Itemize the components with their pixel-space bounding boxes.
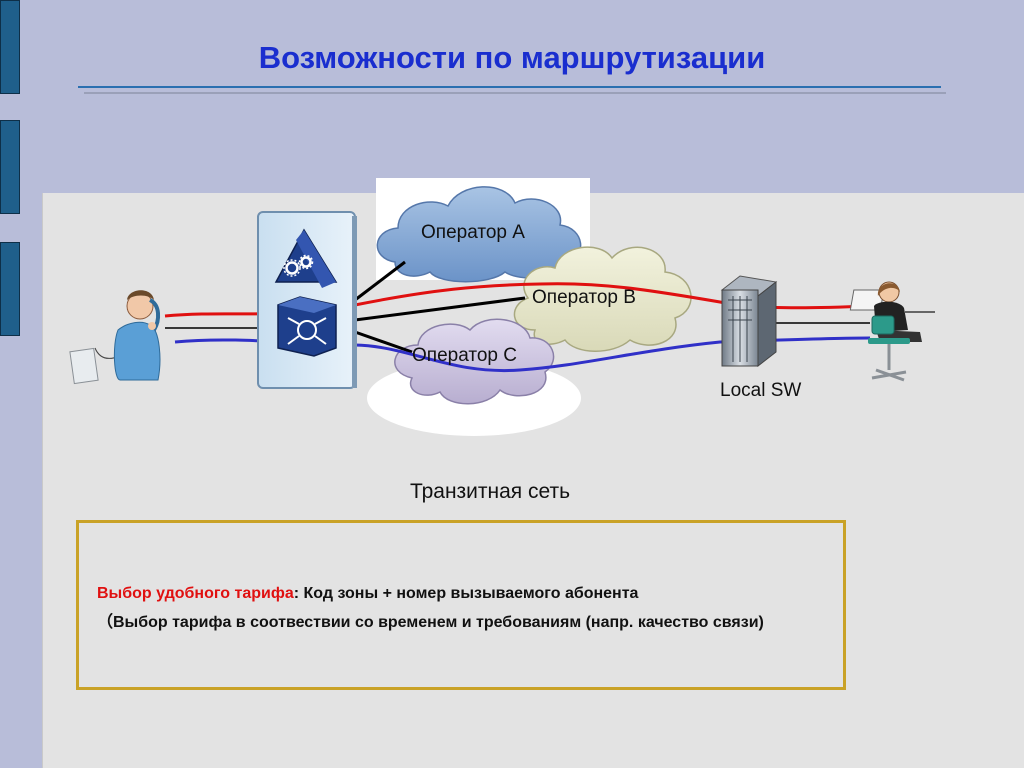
operator-b-label: Оператор B <box>532 287 636 308</box>
side-tab-2 <box>0 120 20 214</box>
local-switch-label: Local SW <box>720 380 802 401</box>
tariff-description: : Код зоны + номер вызываемого абонента <box>293 585 639 602</box>
operator-a-label: Оператор A <box>421 222 525 243</box>
slide-title: Возможности по маршрутизации <box>258 40 766 75</box>
operator-a-cloud <box>376 186 582 283</box>
local-switch-icon <box>720 275 778 368</box>
title-rule-shadow <box>84 92 946 94</box>
gears-icon <box>274 228 338 288</box>
side-tab-3 <box>0 242 20 336</box>
router-icon <box>277 296 337 357</box>
callee-icon <box>849 281 935 382</box>
gateway-links <box>354 260 526 354</box>
transit-network-label: Транзитная сеть <box>409 480 571 503</box>
operator-c-label: Оператор C <box>412 345 517 366</box>
operator-b-cloud <box>513 246 692 352</box>
info-line-1: Выбор удобного тарифа: Код зоны + номер … <box>97 585 638 603</box>
info-line-2: （Выбор тарифа в соотвествии со временем … <box>97 614 764 631</box>
side-tab-1 <box>0 0 20 94</box>
tariff-highlight: Выбор удобного тарифа <box>97 585 294 602</box>
caller-icon <box>69 290 161 385</box>
operator-c-cloud <box>394 318 555 405</box>
title-rule <box>78 86 941 88</box>
gateway-switch-icon <box>257 211 357 389</box>
info-box: Выбор удобного тарифа: Код зоны + номер … <box>76 520 846 690</box>
access-lines <box>165 322 870 329</box>
